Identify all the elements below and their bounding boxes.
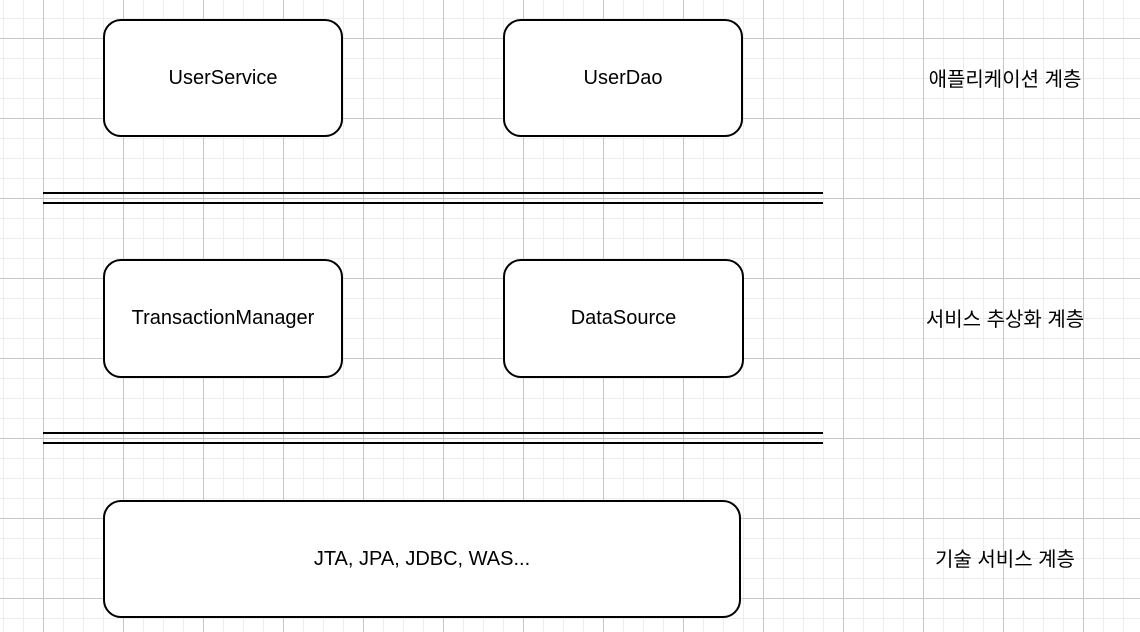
layer-label-service-abstraction: 서비스 추상화 계층 bbox=[925, 309, 1085, 331]
shape-user-service: UserService bbox=[103, 19, 343, 137]
shape-technology-services-label: JTA, JPA, JDBC, WAS... bbox=[313, 547, 531, 570]
shape-transaction-manager-label: TransactionManager bbox=[131, 307, 315, 329]
shape-data-source: DataSource bbox=[503, 259, 744, 378]
layer-label-technology-service: 기술 서비스 계층 bbox=[935, 549, 1075, 571]
shape-data-source-label: DataSource bbox=[570, 307, 677, 329]
layer-label-application: 애플리케이션 계층 bbox=[928, 69, 1082, 91]
layer-separator-2 bbox=[43, 432, 823, 444]
shape-user-dao: UserDao bbox=[503, 19, 743, 137]
shape-user-service-label: UserService bbox=[168, 66, 278, 89]
shape-user-dao-label: UserDao bbox=[583, 66, 663, 89]
shape-technology-services: JTA, JPA, JDBC, WAS... bbox=[103, 500, 741, 618]
layer-separator-1 bbox=[43, 192, 823, 204]
shape-transaction-manager: TransactionManager bbox=[103, 259, 343, 378]
